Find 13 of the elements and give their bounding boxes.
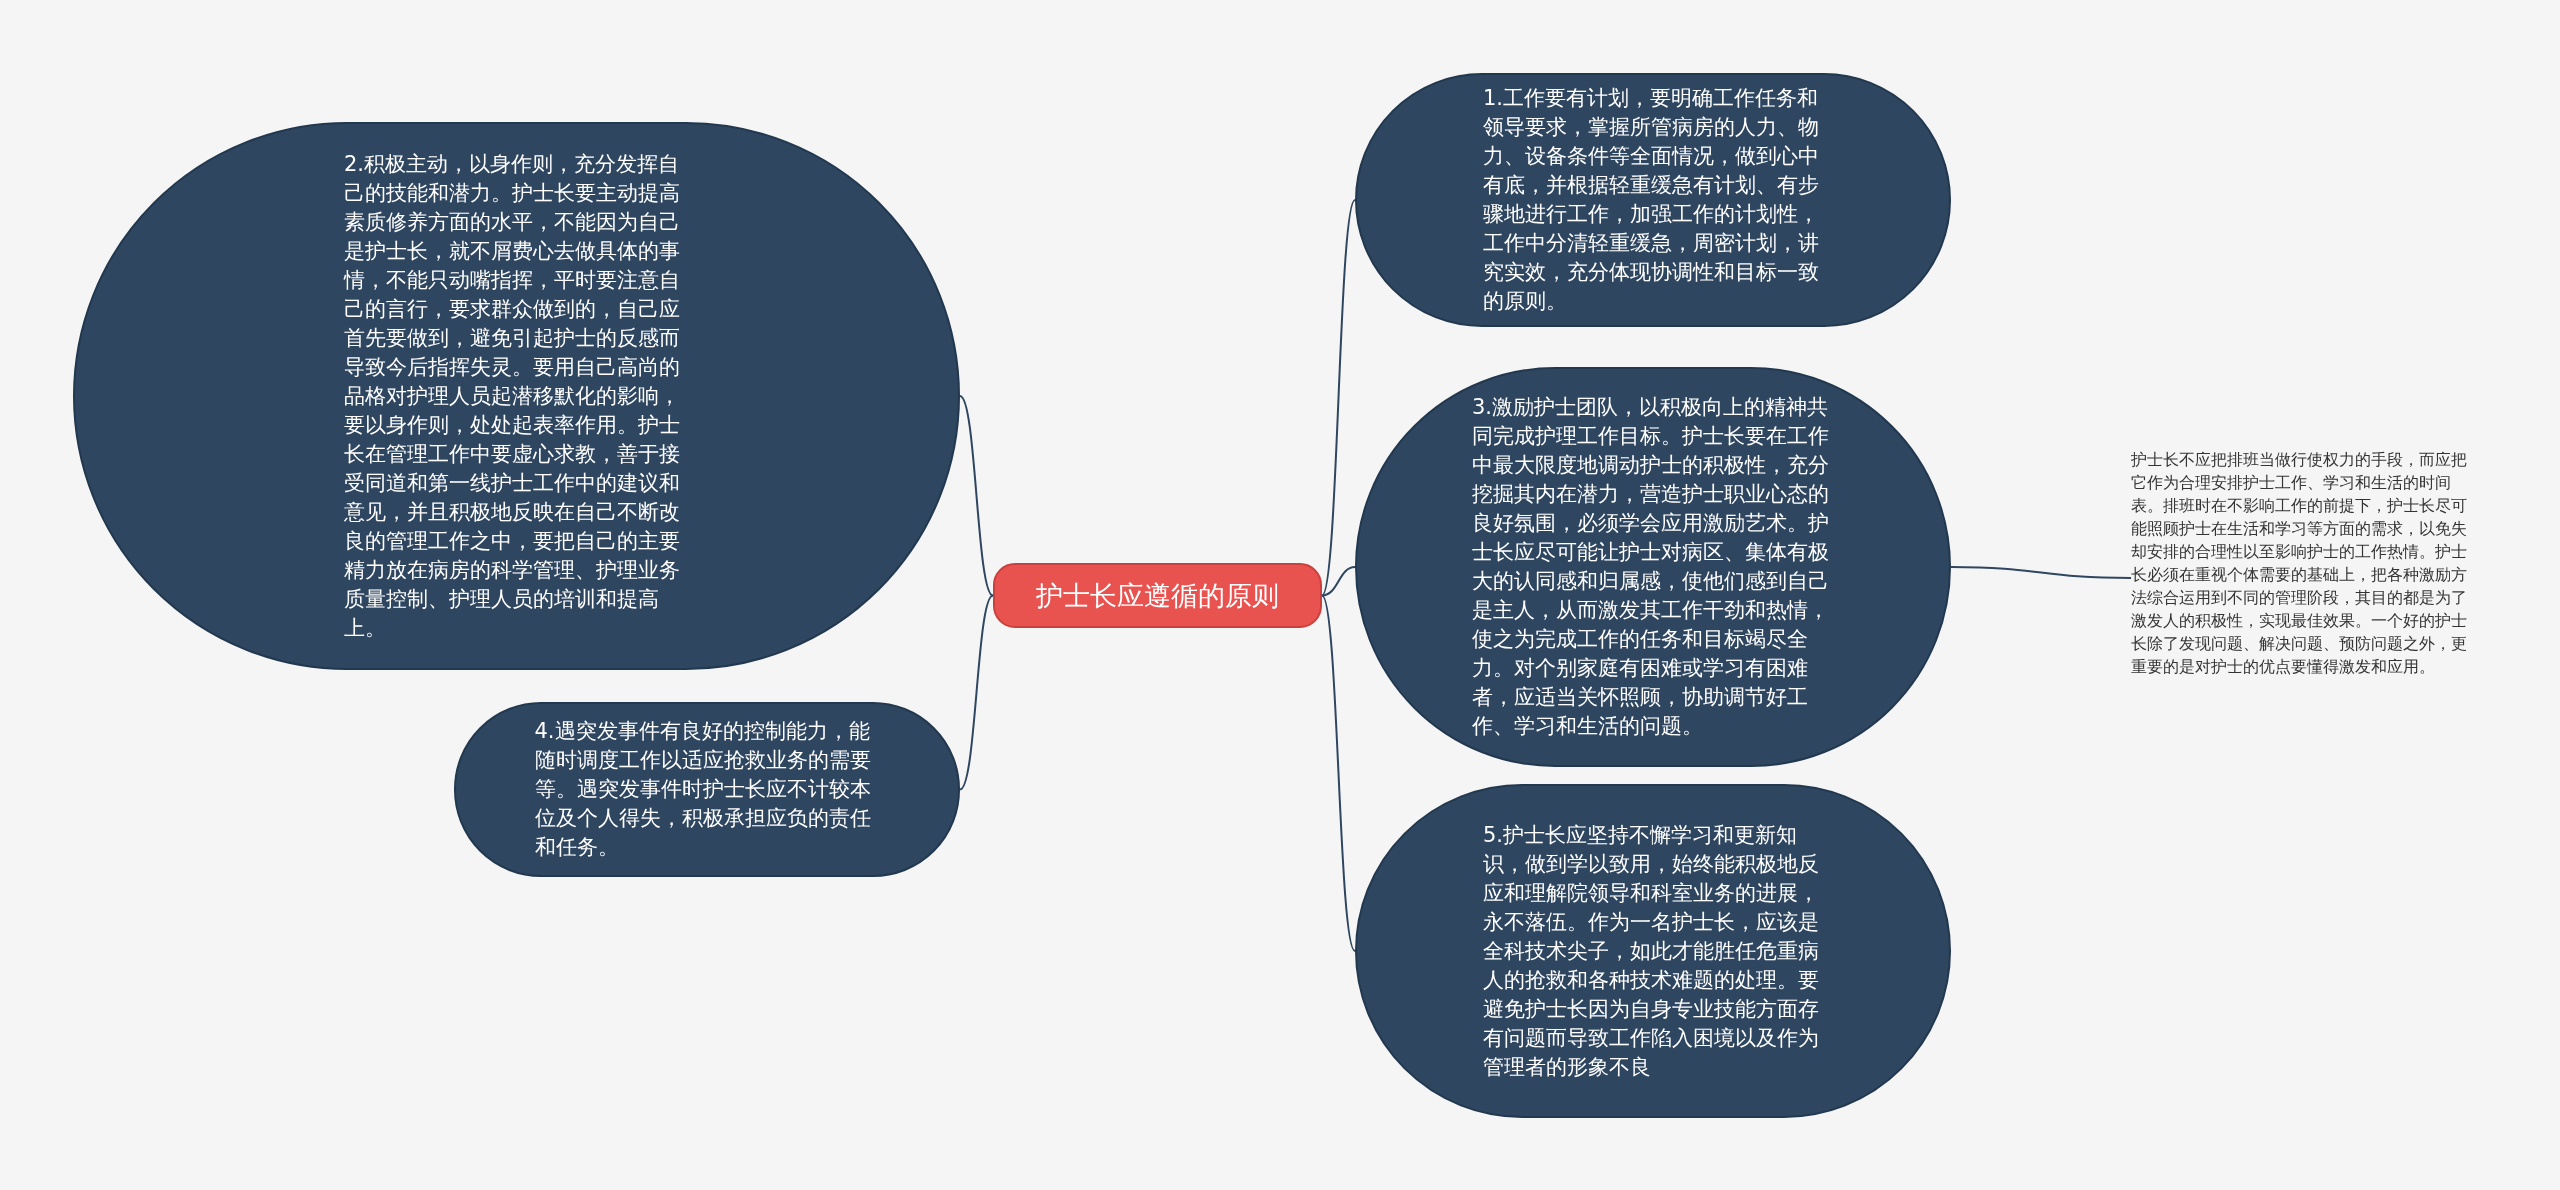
connector-line [959, 395, 994, 597]
connector-line [1321, 199, 1356, 597]
topic-text: 5.护士长应坚持不懈学习和更新知识，做到学以致用，始终能积极地反应和理解院领导和科室业务的进展，永不落伍。作为一名护士长，应该是全科技术尖子，如此才能胜任危重病人的抢救和各种技术难题的处理。要避免护士长因为自身专业技能方面存有问题而导致工作陷入困境以及作为管理者的形象不良 [1483, 821, 1820, 1081]
central-topic: 护士长应遵循的原则 [993, 563, 1322, 628]
note-text: 护士长不应把排班当做行使权力的手段，而应把它作为合理安排护士工作、学习和生活的时间表。排班时在不影响工作的前提下，护士长尽可能照顾护士在生活和学习等方面的需求，以免失却安排的合理性以至影响护士的工作热情。护士长必须在重视个体需要的基础上，把各种激励方法综合运用到不同的管理阶段，其目的都是为了激发人的积极性，实现最佳效果。一个好的护士长除了发现问题、解决问题、预防问题之外，更重要的是对护士的优点要懂得激发和应用。 [2131, 448, 2481, 678]
topic-text: 1.工作要有计划，要明确工作任务和领导要求，掌握所管病房的人力、物力、设备条件等全面情况，做到心中有底，并根据轻重缓急有计划、有步骤地进行工作，加强工作的计划性，工作中分清轻重缓急，周密计划，讲究实效，充分体现协调性和目标一致的原则。 [1483, 85, 1820, 315]
connector-line [1950, 566, 2132, 579]
topic-text: 4.遇突发事件有良好的控制能力，能随时调度工作以适应抢救业务的需要等。遇突发事件时护士长应不计较本位及个人得失，积极承担应负的责任和任务。 [534, 718, 872, 861]
topic-text: 3.激励护士团队，以积极向上的精神共同完成护理工作目标。护士长要在工作中最大限度地调动护士的积极性，充分挖掘其内在潜力，营造护士职业心态的良好氛围，必须学会应用激励艺术。护士长应尽可能让护士对病区、集体有极大的认同感和归属感，使他们感到自己是主人，从而激发其工作干劲和热情，使之为完成工作的任务和目标竭尽全力。对个别家庭有困难或学习有困难者，应适当关怀照顾，协助调节好工作、学习和生活的问题。 [1472, 394, 1830, 740]
connector-line [959, 594, 994, 791]
connector-line [1321, 594, 1356, 952]
connector-line [1321, 566, 1356, 597]
topic-text: 2.积极主动，以身作则，充分发挥自己的技能和潜力。护士长要主动提高素质修养方面的水平，不能因为自己是护士长，就不屑费心去做具体的事情，不能只动嘴指挥，平时要注意自己的言行，要求群众做到的，自己应首先要做到，避免引起护士的反感而导致今后指挥失灵。要用自己高尚的品格对护理人员起潜移默化的影响，要以身作则，处处起表率作用。护士长在管理工作中要虚心求教，善于接受同道和第一线护士工作中的建议和意见，并且积极地反映在自己不断改良的管理工作之中，要把自己的主要精力放在病房的科学管理、护理业务质量控制、护理人员的培训和提高上。 [344, 150, 681, 642]
